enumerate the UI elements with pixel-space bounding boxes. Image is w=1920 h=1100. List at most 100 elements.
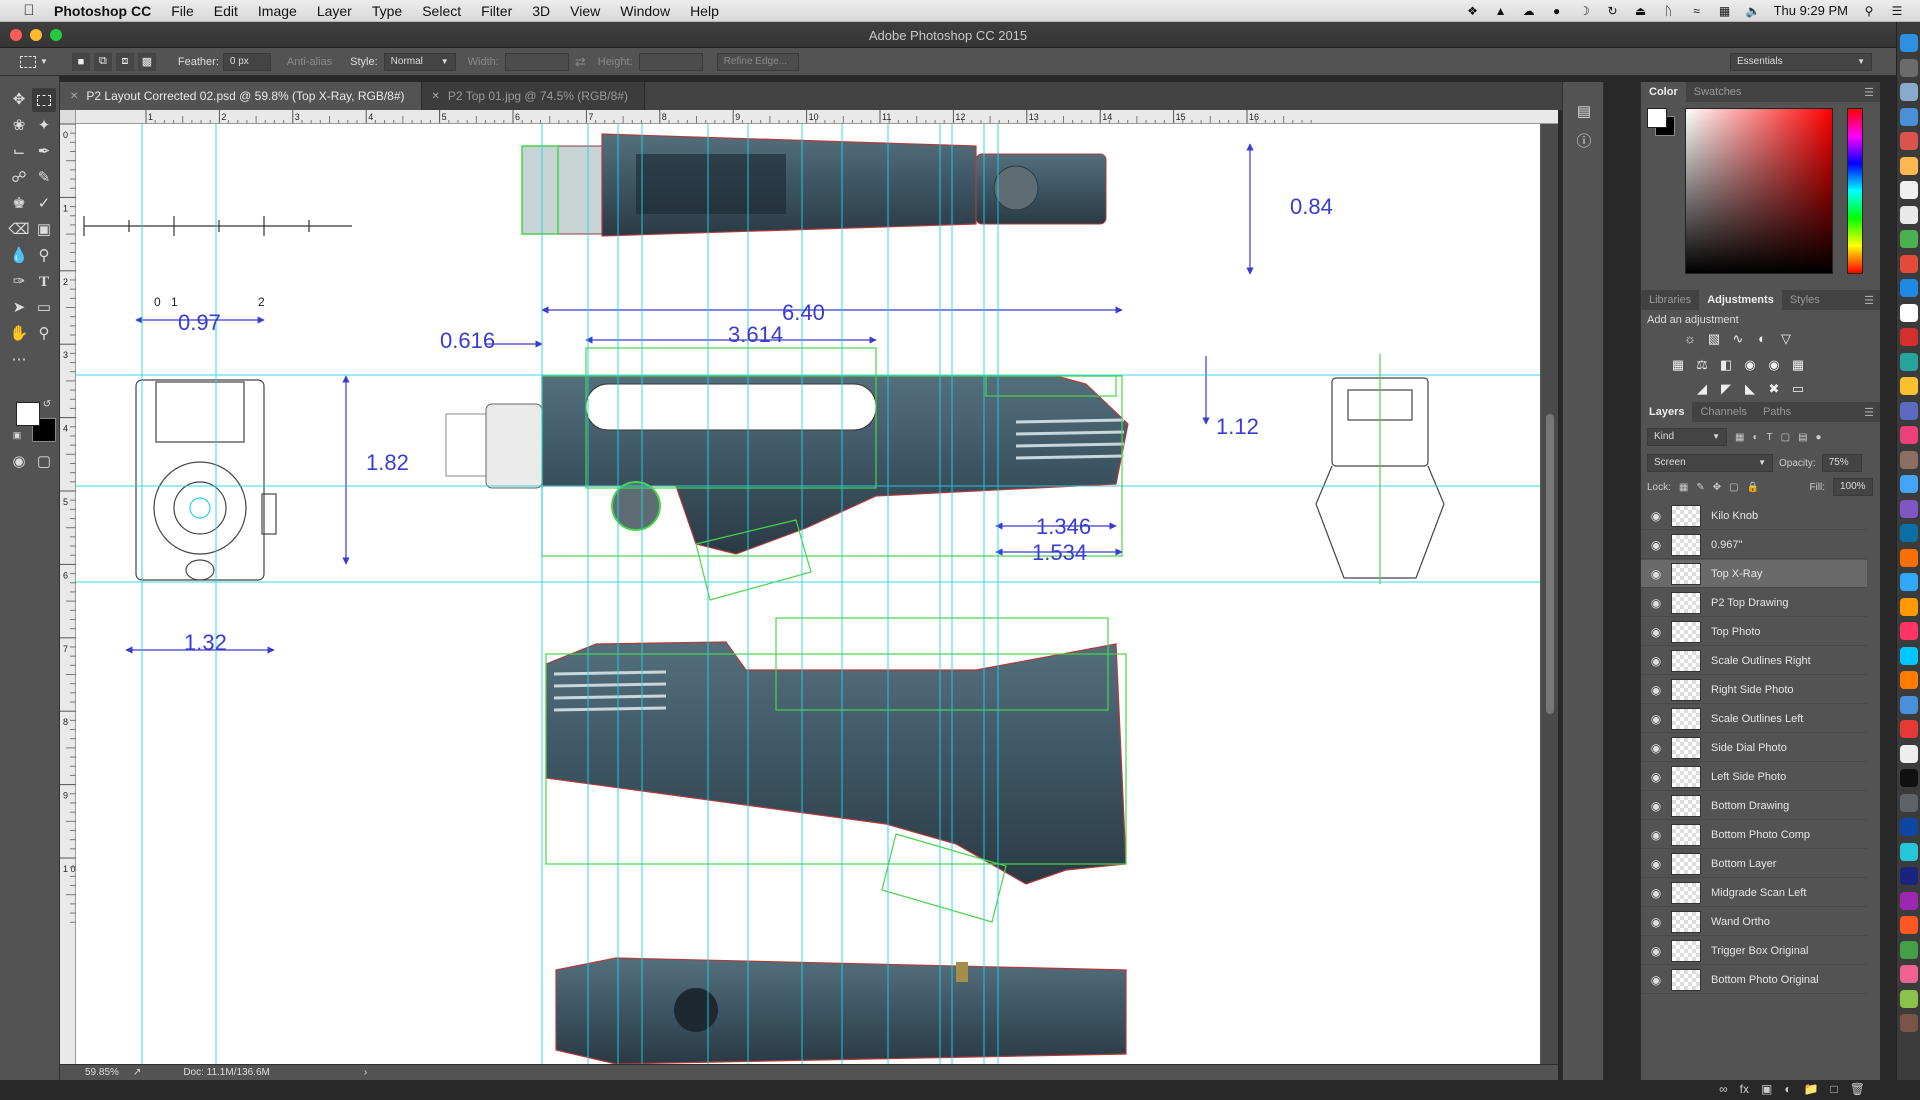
fg-color-swatch[interactable] [1647,108,1667,128]
filter-toggle-icon[interactable]: ● [1815,431,1822,443]
layer-row[interactable]: ◉Bottom Drawing [1641,792,1867,820]
vibrance-icon[interactable]: ▽ [1781,331,1791,346]
filter-smart-object-icon[interactable]: ▤ [1798,431,1808,443]
bluetooth-icon[interactable]: ᚢ [1664,3,1673,18]
dock-app-icon[interactable] [1900,34,1918,52]
visibility-eye-icon[interactable]: ◉ [1650,798,1662,813]
dock-app-icon[interactable] [1900,597,1918,616]
layer-row[interactable]: ◉Scale Outlines Left [1641,705,1867,733]
dropbox-icon[interactable]: ❖ [1467,3,1478,18]
layer-row[interactable]: ◉Bottom Photo Original [1641,966,1867,994]
dock-app-icon[interactable] [1900,107,1918,126]
dock-app-icon[interactable] [1900,156,1918,175]
dock-app-icon[interactable] [1900,254,1918,273]
dock-app-icon[interactable] [1900,426,1918,444]
creative-cloud-icon[interactable]: ● [1552,3,1561,18]
photo-filter-icon[interactable]: ◉ [1744,357,1756,372]
dock-app-icon[interactable] [1900,205,1918,224]
panel-menu-icon[interactable]: ☰ [1864,86,1874,99]
menu-image[interactable]: Image [257,2,297,19]
dock-app-icon[interactable] [1900,83,1918,101]
zoom-level[interactable]: 59.85% [85,1067,119,1078]
dock-app-icon[interactable] [1900,548,1918,567]
visibility-eye-icon[interactable]: ◉ [1650,827,1662,842]
menu-filter[interactable]: Filter [481,2,513,19]
menu-help[interactable]: Help [690,2,719,19]
lock-transparent-icon[interactable]: ▦ [1678,481,1689,493]
panel-menu-icon[interactable]: ☰ [1864,406,1874,419]
brush-tool-icon[interactable]: ✎ [37,169,51,186]
levels-icon[interactable]: ▧ [1707,331,1721,346]
path-selection-tool-icon[interactable]: ➤ [12,299,26,316]
add-to-selection-icon[interactable]: ⧉ [93,52,112,71]
color-field[interactable] [1685,108,1833,274]
workspace-switcher[interactable]: Essentials▼ [1730,52,1872,71]
delete-layer-icon[interactable]: 🗑 [1849,1082,1865,1096]
lock-all-icon[interactable]: 🔒 [1746,481,1760,493]
visibility-eye-icon[interactable]: ◉ [1650,769,1662,784]
feather-input[interactable]: 0 px [222,52,271,71]
refine-edge-button[interactable]: Refine Edge... [716,52,799,71]
visibility-eye-icon[interactable]: ◉ [1650,508,1662,523]
clock[interactable]: Thu 9:29 PM [1773,3,1848,18]
black-white-icon[interactable]: ◧ [1719,357,1733,372]
quick-mask-icon[interactable]: ◉ [12,453,26,470]
height-input[interactable] [638,52,703,71]
fill-input[interactable]: 100% [1833,478,1873,496]
layer-row[interactable]: ◉P2 Top Drawing [1641,589,1867,617]
type-tool-icon[interactable]: T [38,274,49,290]
dock-app-icon[interactable] [1900,965,1918,983]
dock-app-icon[interactable] [1900,842,1918,861]
share-icon[interactable]: ↗ [132,1067,142,1078]
layer-row[interactable]: ◉0.967" [1641,531,1867,559]
new-group-icon[interactable]: 📁 [1803,1082,1819,1096]
layer-row[interactable]: ◉Top Photo [1641,618,1867,646]
dock-app-icon[interactable] [1900,279,1918,297]
dodge-tool-icon[interactable]: ⚲ [38,247,50,264]
visibility-eye-icon[interactable]: ◉ [1650,537,1662,552]
dock-app-icon[interactable] [1900,916,1918,934]
tab-adjustments[interactable]: Adjustments [1699,290,1782,310]
layer-row[interactable]: ◉Left Side Photo [1641,763,1867,791]
dock-app-icon[interactable] [1900,181,1918,199]
visibility-eye-icon[interactable]: ◉ [1650,885,1662,900]
wifi-icon[interactable]: ≈ [1693,3,1700,18]
new-selection-icon[interactable]: ■ [71,52,90,71]
layer-row[interactable]: ◉Side Dial Photo [1641,734,1867,762]
minimize-window-icon[interactable] [30,29,42,41]
history-panel-icon[interactable]: ▤ [1576,103,1592,120]
tab-styles[interactable]: Styles [1789,294,1820,306]
gradient-tool-icon[interactable]: ▣ [36,221,52,238]
pen-tool-icon[interactable]: ✑ [12,273,26,290]
layer-row[interactable]: ◉Trigger Box Original [1641,937,1867,965]
tool-preset-picker[interactable]: ▼ [20,55,48,68]
move-tool-icon[interactable]: ✥ [12,91,26,108]
filter-type-icon[interactable]: T [1766,431,1773,443]
foreground-color-swatch[interactable] [16,402,40,426]
visibility-eye-icon[interactable]: ◉ [1650,943,1662,958]
ruler-origin[interactable] [60,110,76,124]
selective-color-icon[interactable]: ✖ [1768,381,1780,396]
dock-app-icon[interactable] [1900,58,1918,77]
dock-app-icon[interactable] [1900,646,1918,665]
new-adjustment-layer-icon[interactable]: ◐ [1784,1082,1792,1096]
layer-style-icon[interactable]: fx [1739,1082,1749,1096]
default-colors-icon[interactable]: ▣ [12,430,22,440]
visibility-eye-icon[interactable]: ◉ [1650,740,1662,755]
link-layers-icon[interactable]: ∞ [1719,1082,1728,1096]
layer-row[interactable]: ◉Bottom Layer [1641,850,1867,878]
dock-app-icon[interactable] [1900,1014,1918,1032]
brightness-contrast-icon[interactable]: ☼ [1684,331,1696,346]
dock-app-icon[interactable] [1900,328,1918,346]
eyedropper-tool-icon[interactable]: ✒ [37,143,51,160]
rectangle-tool-icon[interactable]: ▭ [36,299,52,316]
menu-view[interactable]: View [570,2,601,19]
dock-app-icon[interactable] [1900,230,1918,248]
menu-file[interactable]: File [171,2,194,19]
dock-app-icon[interactable] [1900,401,1918,420]
zoom-window-icon[interactable] [50,29,62,41]
info-panel-icon[interactable]: ⓘ [1576,133,1592,150]
clone-stamp-tool-icon[interactable]: ♚ [12,195,26,212]
channel-mixer-icon[interactable]: ◉ [1768,357,1780,372]
dock-app-icon[interactable] [1900,352,1918,371]
